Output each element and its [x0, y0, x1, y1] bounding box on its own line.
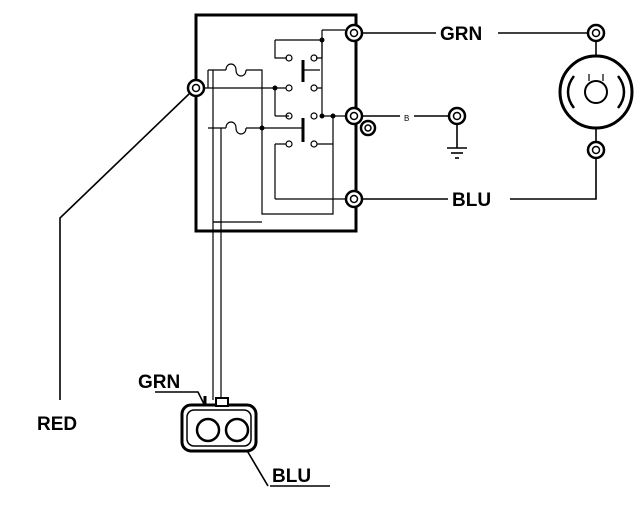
lamp-socket [558, 23, 634, 160]
internal-circuit [199, 29, 345, 400]
two-pin-connector [180, 396, 258, 453]
blu-mid-label: BLU [452, 190, 491, 211]
red-label: RED [37, 414, 77, 435]
external-wires [59, 32, 597, 487]
grn-top-label: GRN [440, 24, 482, 45]
housing-terminals [186, 23, 377, 209]
blu-connector-label: BLU [272, 466, 311, 487]
ground-terminal [447, 106, 467, 159]
grn-connector-label: GRN [138, 372, 180, 393]
terminal-b-label: B [404, 114, 409, 123]
